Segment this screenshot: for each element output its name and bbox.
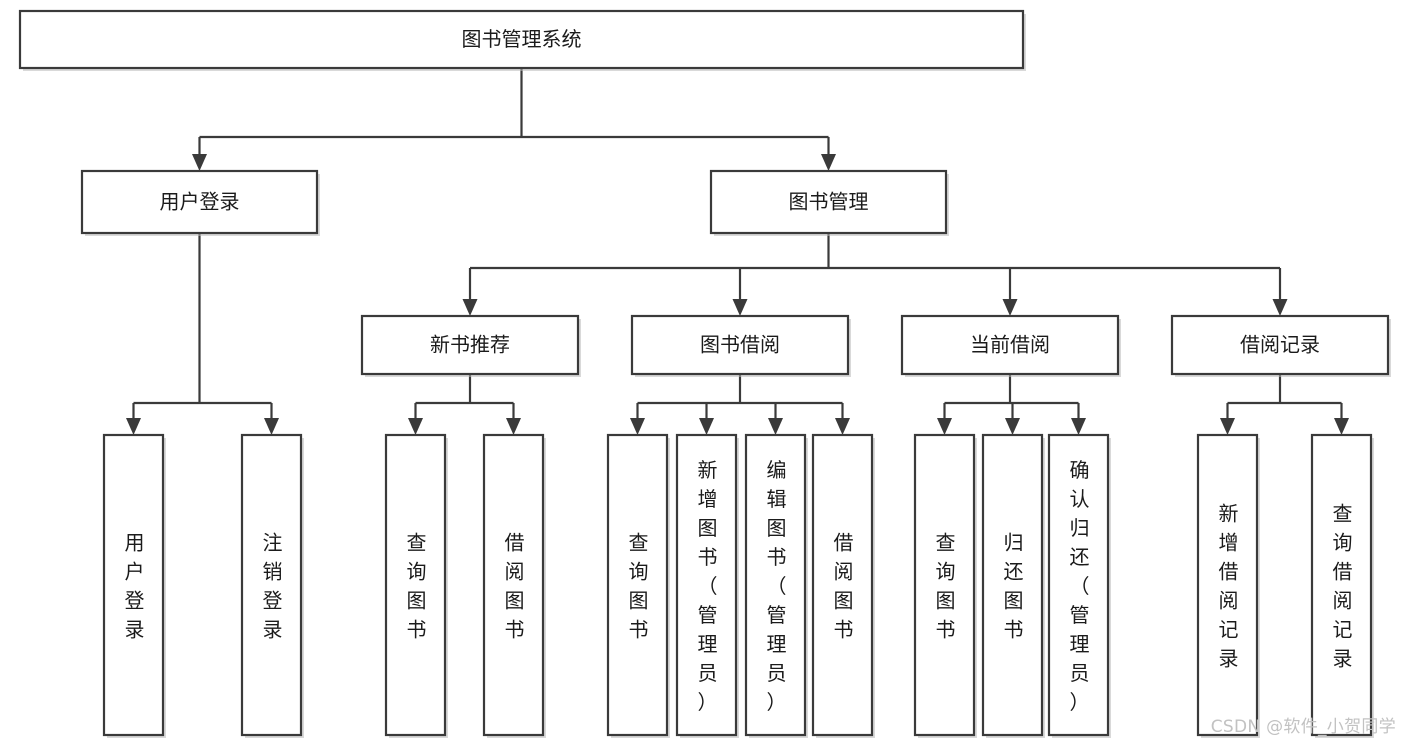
node-leaf-add-record[interactable]: 新增借阅记录 — [1196, 433, 1260, 738]
node-label: 用户登录 — [160, 190, 240, 214]
arrowhead — [126, 418, 141, 435]
arrowhead — [1002, 299, 1018, 316]
edge-group — [126, 233, 279, 435]
edge-group — [1220, 374, 1349, 435]
node-new-book-rec[interactable]: 新书推荐 — [360, 314, 581, 377]
node-box[interactable] — [18, 9, 1025, 70]
arrowhead — [630, 418, 645, 435]
node-leaf-logout[interactable]: 注销登录 — [240, 433, 304, 738]
node-label: 图书借阅 — [700, 333, 780, 357]
node-box[interactable] — [913, 433, 976, 737]
arrowhead — [506, 418, 521, 435]
edges-layer — [126, 68, 1349, 435]
node-label: 查询图书 — [407, 531, 427, 642]
node-box[interactable] — [1310, 433, 1373, 737]
node-label: 图书管理系统 — [462, 27, 582, 51]
node-box[interactable] — [709, 169, 948, 235]
node-box[interactable] — [630, 314, 850, 376]
arrowhead — [821, 154, 836, 171]
edge-group — [462, 233, 1288, 316]
node-current-borrow[interactable]: 当前借阅 — [900, 314, 1121, 377]
node-label: 查询借阅记录 — [1333, 502, 1353, 671]
node-box[interactable] — [482, 433, 545, 737]
node-label: 借阅记录 — [1240, 333, 1320, 357]
arrowhead — [1220, 418, 1235, 435]
node-label: 借阅图书 — [505, 531, 525, 642]
node-box[interactable] — [384, 433, 447, 737]
arrowhead — [1334, 418, 1349, 435]
node-label: 查询图书 — [629, 531, 649, 642]
node-label: 归还图书 — [1004, 531, 1024, 642]
edge-group — [630, 374, 850, 435]
node-label: 编辑图书（管理员） — [767, 458, 787, 714]
arrowhead — [768, 418, 783, 435]
node-root[interactable]: 图书管理系统 — [18, 9, 1026, 71]
nodes-layer: 图书管理系统用户登录图书管理新书推荐图书借阅当前借阅借阅记录用户登录注销登录查询… — [18, 9, 1391, 738]
node-box[interactable] — [360, 314, 580, 376]
arrowhead — [1005, 418, 1020, 435]
node-label: 注销登录 — [263, 531, 283, 642]
node-label: 新增图书（管理员） — [698, 458, 718, 714]
node-leaf-user-login[interactable]: 用户登录 — [102, 433, 166, 738]
arrowhead — [408, 418, 423, 435]
node-leaf-query-book-cur[interactable]: 查询图书 — [913, 433, 977, 738]
arrowhead — [1071, 418, 1086, 435]
node-box[interactable] — [240, 433, 303, 737]
node-box[interactable] — [102, 433, 165, 737]
node-box[interactable] — [1047, 433, 1110, 737]
node-leaf-return-book[interactable]: 归还图书 — [981, 433, 1045, 738]
node-box[interactable] — [981, 433, 1044, 737]
node-leaf-borrow-book[interactable]: 借阅图书 — [811, 433, 875, 738]
node-box[interactable] — [744, 433, 807, 737]
arrowhead — [1272, 299, 1288, 316]
node-leaf-edit-book[interactable]: 编辑图书（管理员） — [744, 433, 808, 738]
arrowhead — [835, 418, 850, 435]
node-box[interactable] — [1170, 314, 1390, 376]
arrowhead — [937, 418, 952, 435]
node-box[interactable] — [80, 169, 319, 235]
node-user-login[interactable]: 用户登录 — [80, 169, 320, 236]
arrowhead — [732, 299, 748, 316]
node-label: 确认归还（管理员） — [1070, 458, 1090, 714]
node-leaf-confirm-return[interactable]: 确认归还（管理员） — [1047, 433, 1111, 738]
node-borrow-record[interactable]: 借阅记录 — [1170, 314, 1391, 377]
edge-group — [937, 374, 1086, 435]
node-book-borrow[interactable]: 图书借阅 — [630, 314, 851, 377]
node-label: 查询图书 — [936, 531, 956, 642]
node-leaf-borrow-book-rec[interactable]: 借阅图书 — [482, 433, 546, 738]
arrowhead — [264, 418, 279, 435]
node-label: 新增借阅记录 — [1219, 502, 1239, 671]
node-leaf-query-record[interactable]: 查询借阅记录 — [1310, 433, 1374, 738]
edge-group — [192, 68, 836, 171]
node-box[interactable] — [606, 433, 669, 737]
node-label: 用户登录 — [125, 531, 145, 642]
edge-group — [408, 374, 521, 435]
node-leaf-query-book-rec[interactable]: 查询图书 — [384, 433, 448, 738]
node-box[interactable] — [900, 314, 1120, 376]
node-leaf-add-book[interactable]: 新增图书（管理员） — [675, 433, 739, 738]
node-book-manage[interactable]: 图书管理 — [709, 169, 949, 236]
node-box[interactable] — [811, 433, 874, 737]
node-leaf-query-book-borrow[interactable]: 查询图书 — [606, 433, 670, 738]
node-label: 借阅图书 — [834, 531, 854, 642]
node-label: 图书管理 — [789, 190, 869, 214]
arrowhead — [192, 154, 207, 171]
node-label: 当前借阅 — [970, 333, 1050, 357]
node-box[interactable] — [1196, 433, 1259, 737]
arrowhead — [699, 418, 714, 435]
node-box[interactable] — [675, 433, 738, 737]
arrowhead — [462, 299, 478, 316]
csdn-watermark: CSDN @软件_小贺同学 — [1211, 717, 1396, 737]
node-label: 新书推荐 — [430, 333, 510, 357]
